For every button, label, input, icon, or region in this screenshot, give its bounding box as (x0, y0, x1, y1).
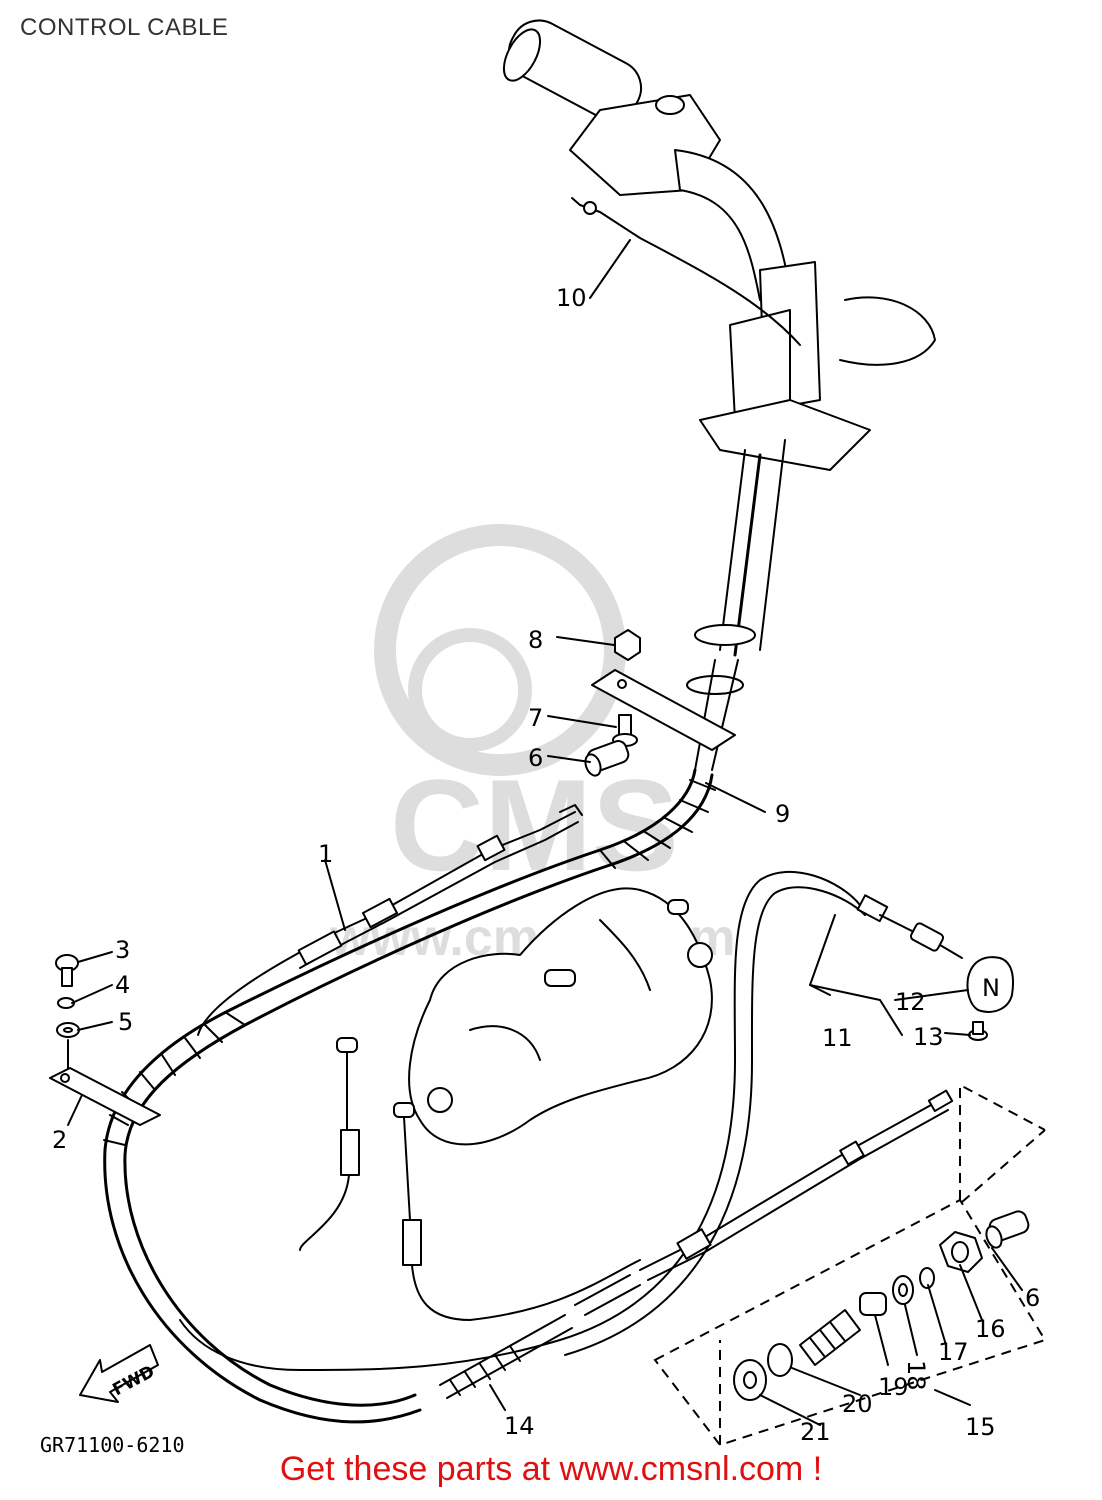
threaded-fitting-icon (799, 1309, 861, 1366)
callout-6-lower: 6 (1025, 1284, 1040, 1312)
o-ring-part-20-icon (767, 1343, 793, 1377)
callout-8: 8 (528, 626, 543, 654)
neutral-cap-icon: N (966, 956, 1015, 1013)
callout-labels: 8 7 6 10 9 1 3 4 5 2 12 11 13 14 6 16 17… (52, 284, 1040, 1446)
shift-cable-icon (103, 768, 716, 1424)
callout-18: 18 (902, 1360, 930, 1391)
kit-outline-icon (653, 1083, 1047, 1447)
callout-19: 19 (878, 1373, 909, 1401)
neutral-indicator-cable-icon (809, 894, 963, 1036)
page-title: CONTROL CABLE (20, 14, 229, 41)
callout-20: 20 (842, 1390, 873, 1418)
hex-nut-part-icon (939, 1231, 983, 1273)
screw-part-icon-left (55, 954, 79, 987)
throttle-cable-icon (571, 197, 801, 346)
callout-17: 17 (938, 1338, 969, 1366)
seal-part-21-icon (733, 1359, 767, 1401)
cable-clamp-icon (49, 1039, 161, 1126)
callout-13: 13 (913, 1023, 944, 1051)
callout-12: 12 (895, 988, 926, 1016)
nut-part-icon (614, 629, 641, 661)
neutral-cap-label: N (982, 974, 1000, 1002)
callout-9: 9 (775, 800, 790, 828)
callout-10: 10 (556, 284, 587, 312)
control-cable-icon (197, 804, 583, 1036)
callout-6-upper: 6 (528, 744, 543, 772)
callout-5: 5 (118, 1008, 133, 1036)
ring-part-18-icon (892, 1275, 914, 1305)
screw-part-icon (968, 1021, 988, 1041)
washer-icon (56, 1022, 80, 1038)
leader-lines (67, 239, 1023, 1426)
footer-promo-text: Get these parts at www.cmsnl.com ! (279, 1450, 823, 1488)
watermark-logo-text: CMS (390, 752, 679, 898)
drawing-code: GR71100-6210 (40, 1433, 185, 1457)
callout-16: 16 (975, 1315, 1006, 1343)
callout-7: 7 (528, 704, 543, 732)
callout-21: 21 (800, 1418, 831, 1446)
handlebar-grip-icon (502, 19, 936, 366)
grommet-part-icon-lower (985, 1210, 1030, 1249)
jet-pump-icon (408, 887, 713, 1146)
washer-part-17-icon (919, 1267, 935, 1289)
mounting-bracket-icon (591, 669, 736, 751)
loop-cable-icon (179, 870, 866, 1371)
grommet-part-icon (584, 740, 630, 777)
callout-1: 1 (318, 840, 333, 868)
collar-part-19-icon (859, 1292, 887, 1316)
callout-15: 15 (965, 1413, 996, 1441)
reverse-cable-icon (299, 1037, 641, 1321)
steering-column-icon (686, 261, 871, 771)
callout-2: 2 (52, 1126, 67, 1154)
callout-14: 14 (504, 1412, 535, 1440)
steering-cable-icon (439, 1089, 954, 1399)
forward-arrow-icon: FWD (79, 1344, 159, 1403)
callout-4: 4 (115, 971, 130, 999)
callout-3: 3 (115, 936, 130, 964)
callout-11: 11 (822, 1024, 853, 1052)
